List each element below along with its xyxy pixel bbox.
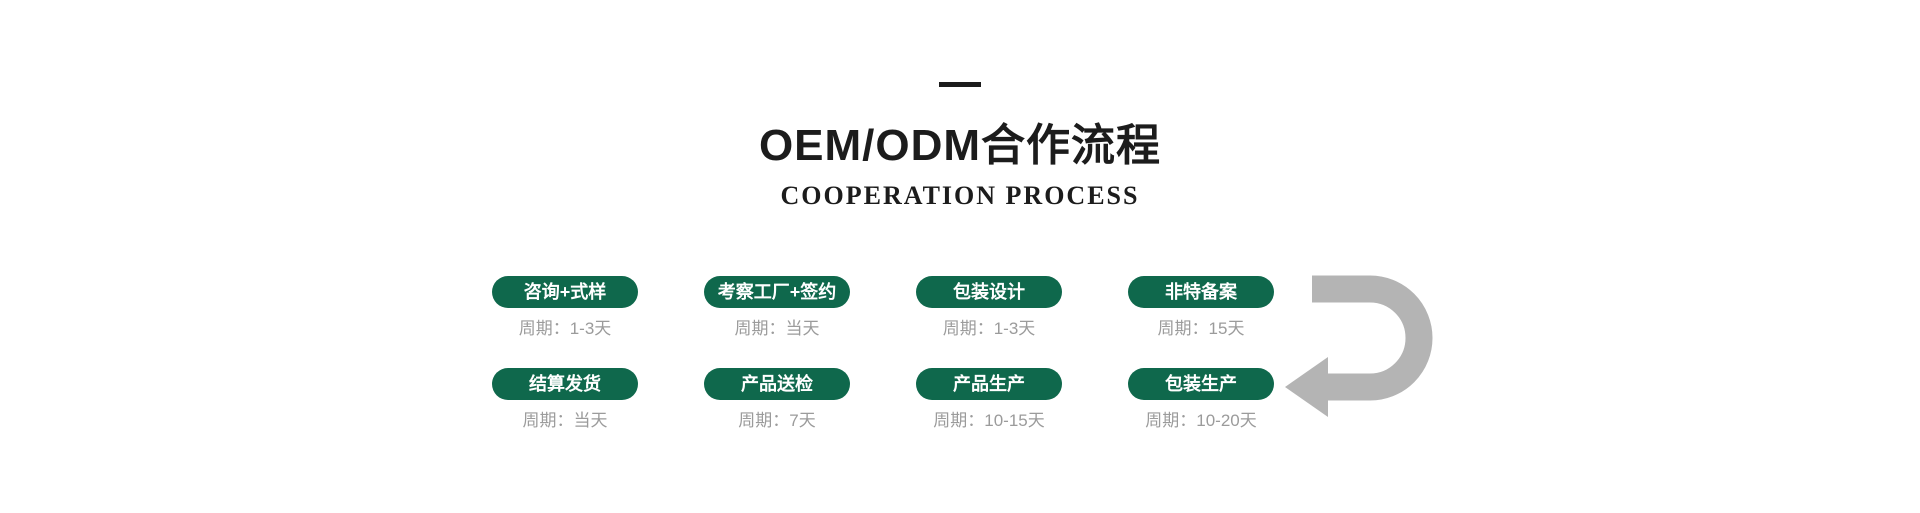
process-step: 产品生产 周期：10-15天 [916,368,1062,432]
section-title: OEM/ODM合作流程 [758,121,1162,170]
section-subtitle: COOPERATION PROCESS [780,181,1140,210]
step-period-label: 周期：当天 [522,411,608,430]
process-step: 非特备案 周期：15天 [1128,276,1274,340]
step-pill-product-inspection[interactable]: 产品送检 [704,368,850,400]
step-period-label: 周期：当天 [734,319,820,338]
title-dash-divider [939,82,981,87]
step-period-label: 周期：15天 [1157,319,1245,338]
step-pill-package-production[interactable]: 包装生产 [1128,368,1274,400]
process-step: 产品送检 周期：7天 [704,368,850,432]
step-pill-settle-ship[interactable]: 结算发货 [492,368,638,400]
process-step: 结算发货 周期：当天 [492,368,638,432]
process-steps-grid: 咨询+式样 周期：1-3天 考察工厂+签约 周期：当天 包装设计 周期：1-3天… [492,276,1274,432]
step-pill-factory-visit[interactable]: 考察工厂+签约 [704,276,850,308]
process-step: 咨询+式样 周期：1-3天 [492,276,638,340]
step-pill-consult[interactable]: 咨询+式样 [492,276,638,308]
step-period-label: 周期：1-3天 [518,319,612,338]
step-period-label: 周期：1-3天 [942,319,1036,338]
process-step: 包装设计 周期：1-3天 [916,276,1062,340]
step-period-label: 周期：7天 [738,411,816,430]
u-turn-arrow-icon [1285,275,1433,417]
step-pill-product-production[interactable]: 产品生产 [916,368,1062,400]
step-pill-package-design[interactable]: 包装设计 [916,276,1062,308]
process-step: 考察工厂+签约 周期：当天 [704,276,850,340]
step-pill-filing[interactable]: 非特备案 [1128,276,1274,308]
step-period-label: 周期：10-15天 [933,411,1045,430]
process-step: 包装生产 周期：10-20天 [1128,368,1274,432]
step-period-label: 周期：10-20天 [1145,411,1257,430]
